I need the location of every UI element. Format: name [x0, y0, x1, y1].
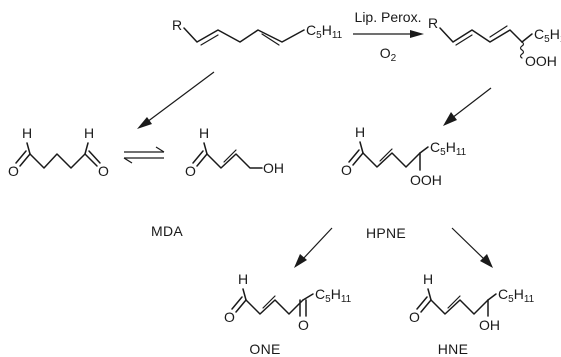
equilibrium-arrows — [123, 146, 165, 164]
hne-structure: H O C5H11 OH — [409, 271, 535, 333]
one-aldehyde-oxygen-label: O — [224, 309, 235, 325]
mda-left-h-bond — [26, 142, 31, 155]
mda-enol-carbonyl-bond-a — [196, 153, 208, 167]
hpne-chain — [362, 152, 421, 168]
equilibrium-forward-half-head — [155, 146, 165, 153]
one-double-bond — [262, 295, 276, 309]
hne-double-bond — [447, 295, 461, 309]
hpne-compound-label: HPNE — [366, 225, 406, 241]
one-ketone-oxygen-label: O — [298, 317, 309, 333]
lip-perox-label: Lip. Perox. — [355, 9, 422, 25]
mda-right-h-bond — [84, 142, 89, 155]
mda-enol-oxygen-label: O — [185, 163, 196, 179]
mda-enol-chain — [206, 153, 263, 169]
hpne-carbonyl-bond-b — [348, 149, 360, 163]
fatty-acid-pentyl-label: C5H11 — [306, 22, 343, 41]
hne-h-bond — [427, 288, 432, 301]
mda-right-oxygen-label: O — [98, 163, 109, 179]
hydroperoxide-double-bond-2 — [489, 25, 508, 38]
hydroperoxide-chain — [439, 27, 523, 43]
one-hydrogen-label: H — [238, 271, 248, 287]
hne-oxygen-label: O — [409, 309, 420, 325]
one-pentyl-bond — [302, 293, 314, 301]
hpne-hydrogen-label: H — [355, 124, 365, 140]
hne-pentyl-bond — [487, 293, 497, 301]
fatty-acid-chain — [183, 27, 305, 43]
hne-carbonyl-bond-a — [420, 299, 432, 313]
hydroperoxide-pentyl-label: C5H11 — [534, 26, 561, 45]
one-aldehyde-bond-b — [231, 296, 243, 310]
mda-left-carbonyl-bond-b — [15, 150, 27, 164]
hne-hydroxyl-label: OH — [479, 317, 500, 333]
hydroperoxide-pentyl-bond — [521, 33, 533, 43]
arrow-hpne-to-one — [294, 227, 333, 268]
one-h-bond — [242, 288, 247, 301]
hydroperoxide-r-group-label: R — [428, 15, 438, 31]
mda-left-oxygen-label: O — [8, 163, 19, 179]
hne-pentyl-label: C5H11 — [498, 286, 535, 305]
hne-chain — [430, 299, 489, 315]
hne-carbonyl-bond-b — [416, 296, 428, 310]
hpne-pentyl-bond — [419, 146, 429, 154]
hpne-carbonyl-bond-a — [352, 152, 364, 166]
hpne-pentyl-label: C5H11 — [430, 139, 467, 158]
peroxidation-arrow-head — [410, 30, 424, 38]
hpne-ooh-label: OOH — [410, 172, 442, 188]
mda-carbon-chain — [29, 153, 98, 169]
one-structure: H O C5H11 O — [224, 271, 352, 333]
mda-enol-hydrogen-label: H — [199, 125, 209, 141]
hydroperoxide-double-bond-1 — [455, 34, 473, 46]
mda-enol-hydroxyl-label: OH — [263, 160, 284, 176]
one-chain — [245, 299, 304, 315]
mda-right-hydrogen-label: H — [84, 125, 94, 141]
fatty-acid-double-bond-1 — [200, 34, 219, 46]
mda-enol-h-bond — [203, 142, 208, 155]
equilibrium-reverse-half-head — [123, 157, 133, 164]
mda-enol-double-bond — [223, 149, 237, 163]
hydroperoxide-wavy-bond — [519, 41, 525, 59]
mda-left-hydrogen-label: H — [22, 125, 32, 141]
arrow-hydroperoxide-to-hpne — [443, 87, 492, 126]
hydroperoxide-structure: R C5H11 OOH — [428, 15, 561, 69]
one-compound-label: ONE — [249, 341, 280, 357]
hpne-h-bond — [359, 141, 364, 154]
mda-enol-structure: H O OH — [185, 125, 284, 179]
mda-left-carbonyl-bond-a — [19, 153, 31, 167]
one-pentyl-label: C5H11 — [315, 286, 352, 305]
hpne-structure: H O C5H11 OOH — [341, 124, 467, 188]
mda-compound-label: MDA — [151, 223, 183, 239]
hpne-double-bond — [379, 148, 393, 162]
fatty-acid-structure: R C5H11 — [172, 17, 343, 46]
hne-compound-label: HNE — [438, 341, 468, 357]
mda-right-carbonyl-bond-b — [88, 150, 101, 164]
peroxidation-reaction-arrow: Lip. Perox. O2 — [353, 9, 424, 64]
r-group-label: R — [172, 17, 182, 33]
fatty-acid-double-bond-2 — [261, 33, 280, 46]
one-aldehyde-bond-a — [235, 299, 247, 313]
oxygen-label: O2 — [380, 45, 397, 64]
arrow-fatty-acid-to-mda — [137, 71, 215, 129]
mda-enol-carbonyl-bond-b — [192, 150, 204, 164]
hpne-oxygen-label: O — [341, 162, 352, 178]
mda-dialdehyde-structure: H H O O — [8, 125, 109, 179]
hydroperoxide-ooh-label: OOH — [525, 53, 557, 69]
hne-hydrogen-label: H — [423, 271, 433, 287]
arrow-hpne-to-hne — [451, 227, 493, 268]
